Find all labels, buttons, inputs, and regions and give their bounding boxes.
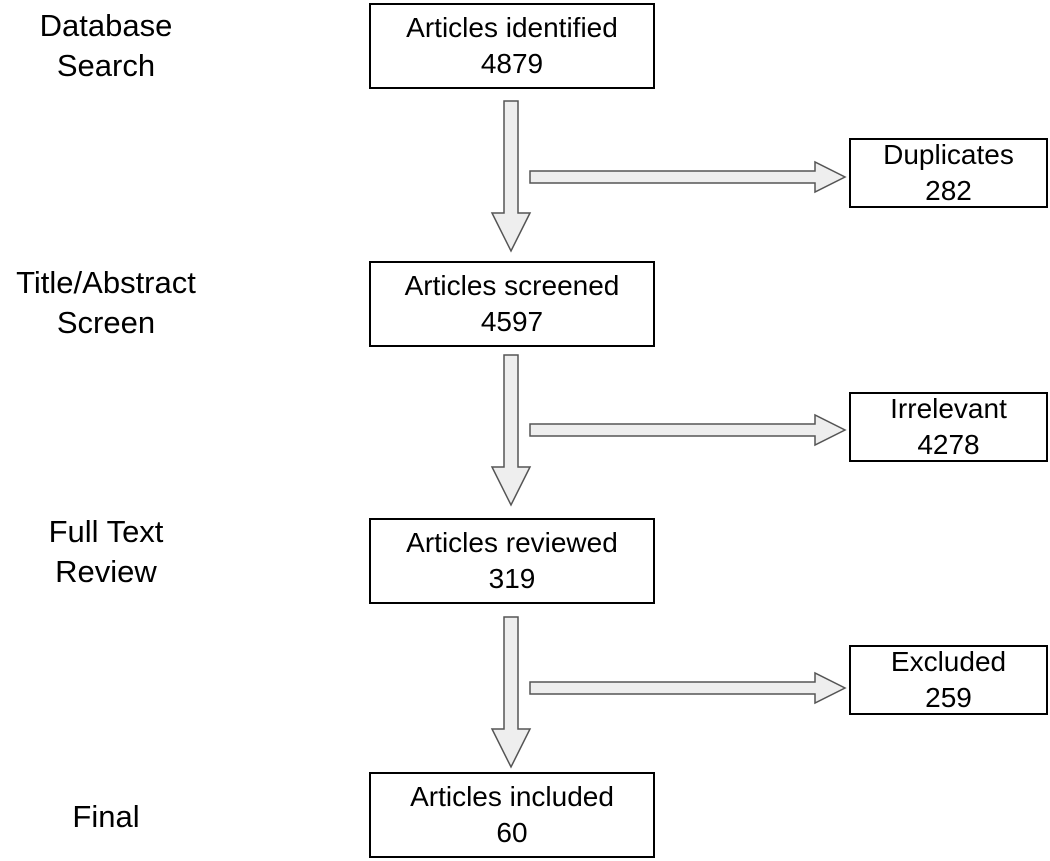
down-arrow-1 (490, 100, 532, 253)
right-arrow-3 (529, 671, 847, 705)
stage-label-line1: Final (72, 799, 140, 834)
right-arrow-1 (529, 160, 847, 194)
duplicates-box: Duplicates 282 (849, 138, 1048, 208)
box-count: 4879 (480, 48, 544, 79)
box-count: 60 (496, 817, 528, 848)
articles-identified-box: Articles identified 4879 (369, 3, 655, 89)
down-arrow-3 (490, 616, 532, 769)
box-label: Articles identified (406, 12, 618, 43)
articles-included-box: Articles included 60 (369, 772, 655, 858)
stage-label-line1: Database (39, 8, 173, 43)
irrelevant-box: Irrelevant 4278 (849, 392, 1048, 462)
stage-label-line1: Title/Abstract (16, 265, 196, 300)
right-arrow-2 (529, 413, 847, 447)
down-arrow-2 (490, 354, 532, 507)
box-count: 4597 (480, 306, 544, 337)
stage-label-line2: Search (56, 48, 156, 83)
box-label: Articles reviewed (406, 527, 618, 558)
articles-screened-box: Articles screened 4597 (369, 261, 655, 347)
box-label: Excluded (890, 646, 1007, 677)
excluded-box: Excluded 259 (849, 645, 1048, 715)
stage-label-final: Final (0, 797, 212, 837)
stage-label-title-abstract-screen: Title/Abstract Screen (0, 263, 212, 343)
stage-label-full-text-review: Full Text Review (0, 512, 212, 592)
box-count: 4278 (917, 429, 980, 460)
stage-label-line2: Screen (56, 305, 156, 340)
box-count: 282 (925, 175, 972, 206)
box-label: Irrelevant (890, 393, 1007, 424)
box-count: 319 (488, 563, 536, 594)
stage-label-database-search: Database Search (0, 6, 212, 86)
box-label: Articles screened (404, 270, 620, 301)
articles-reviewed-box: Articles reviewed 319 (369, 518, 655, 604)
box-label: Articles included (410, 781, 614, 812)
stage-label-line2: Review (55, 554, 157, 589)
stage-label-line1: Full Text (48, 514, 164, 549)
box-label: Duplicates (883, 139, 1014, 170)
box-count: 259 (925, 682, 972, 713)
